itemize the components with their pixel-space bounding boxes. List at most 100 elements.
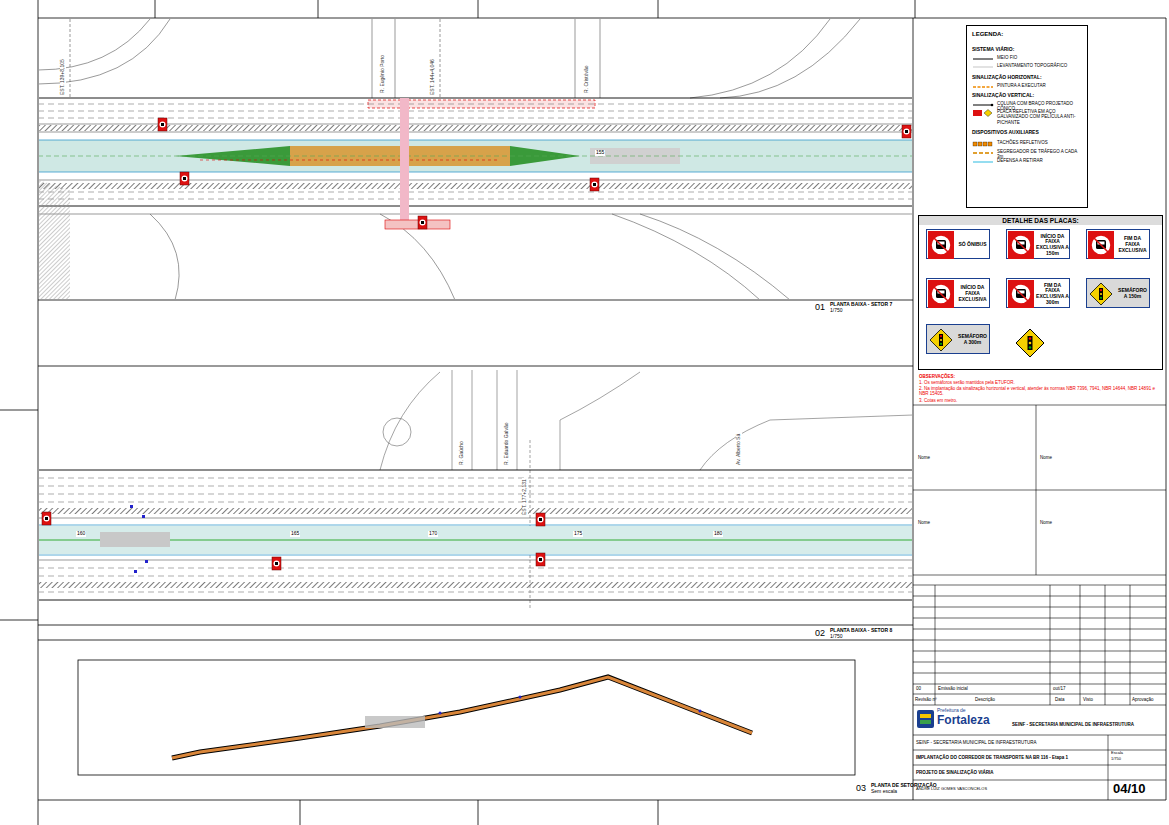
view-title: 03 [856, 783, 866, 793]
legend-text: TACHÕES REFLETIVOS [997, 140, 1082, 145]
sign-text: SEMÁFORO A 300m [956, 334, 989, 346]
title-block-text: Prefeitura de [937, 708, 966, 714]
title-block-text: SEINF - SECRETARIA MUNICIPAL DE INFRAEST… [1012, 722, 1134, 727]
title-block-text: SEINF - SECRETARIA MUNICIPAL DE INFRAEST… [916, 740, 1036, 745]
legend-row: LEVANTAMENTO TOPOGRÁFICO [972, 63, 1082, 68]
title-block-text: Emissão inicial [938, 686, 968, 691]
bus-lane-icon [1088, 231, 1114, 259]
plan-annotation: R. Eduardo Galvão [504, 421, 510, 466]
title-block-text: Revisão nº [915, 697, 937, 702]
legend-row: MEIO FIO [972, 55, 1082, 60]
legend-text: PLACA REFLETIVA EM AÇO GALVANIZADO COM P… [997, 109, 1082, 125]
title-block-text: out/17 [1053, 686, 1066, 691]
plan-annotation: EST. 144+4,046 [430, 58, 436, 96]
title-block-text: Data [1055, 697, 1065, 702]
sign-text: FIM DA FAIXA EXCLUSIVA [1116, 236, 1149, 253]
sector-key-map [172, 677, 752, 758]
plan-annotation: R. Eugênio Porto [380, 54, 386, 94]
bus-sign: FIM DA FAIXA EXCLUSIVA A 300m [1006, 278, 1070, 308]
plan-annotation: Av. Alberto Sá [736, 433, 742, 466]
legend-sample [972, 140, 994, 148]
plan-sector-8 [39, 370, 912, 610]
plan-annotation: 175 [573, 531, 583, 537]
title-block-text: Nome [918, 520, 930, 525]
title-block-text: Fortaleza [937, 714, 990, 728]
bus-sign: FIM DA FAIXA EXCLUSIVA [1086, 229, 1150, 259]
legend-text: MEIO FIO [997, 55, 1082, 60]
title-block-text: PROJETO DE SINALIZAÇÃO VIÁRIA [916, 770, 993, 775]
plan-annotation: EST. 139+8,105 [60, 58, 66, 96]
plan-annotation: EST. 177+2,131 [522, 478, 528, 516]
plan-annotation: R. Cristóvão [584, 64, 590, 94]
title-block-grid [913, 405, 1166, 800]
note-text: 2. Na implantação da sinalização horizon… [919, 386, 1159, 396]
plan-annotation: R. Gaúcho [459, 440, 465, 466]
bus-sign: SÓ ÔNIBUS [926, 229, 990, 259]
title-block-text: Nome [1040, 455, 1052, 460]
title-block-text: Escala [1111, 751, 1123, 756]
note-text: OBSERVAÇÕES: [919, 374, 955, 379]
note-text: 3. Cotas em metro. [919, 398, 957, 403]
legend-sample [972, 55, 994, 63]
title-block-text: ANDRÉ LUIZ GOMES VASCONCELOS [916, 787, 987, 792]
plan-annotation: 165 [290, 531, 300, 537]
bus-lane-icon [928, 280, 954, 308]
sign-text: INÍCIO DA FAIXA EXCLUSIVA A 150m [1036, 234, 1069, 257]
legend-text: PINTURA A EXECUTAR [997, 83, 1082, 88]
title-block-text: Visto [1083, 697, 1093, 702]
legend-row: PLACA REFLETIVA EM AÇO GALVANIZADO COM P… [972, 109, 1082, 125]
bus-lane-icon [1008, 231, 1034, 259]
legend-row: PINTURA A EXECUTAR [972, 83, 1082, 88]
traffic-light-icon [1088, 280, 1114, 308]
plan-annotation: 155 [595, 150, 605, 156]
sign-text: FIM DA FAIXA EXCLUSIVA A 300m [1036, 283, 1069, 306]
legend-row: TACHÕES REFLETIVOS [972, 140, 1082, 145]
title-block-text: Nome [918, 455, 930, 460]
title-block-text: Nome [1040, 520, 1052, 525]
legend-sample [972, 158, 994, 166]
title-block-text: IMPLANTAÇÃO DO CORREDOR DE TRANSPORTE NA… [916, 755, 1068, 760]
sign-text: INÍCIO DA FAIXA EXCLUSIVA [956, 285, 989, 302]
view-title: 1/750 [830, 308, 843, 314]
legend-sample [972, 83, 994, 91]
view-title: PLANTA BAIXA - SETOR 8 [830, 628, 892, 634]
view-title: Sem escala [871, 789, 897, 795]
view-title: 01 [815, 302, 825, 312]
traffic-light-icon [928, 326, 954, 354]
legend-text: LEVANTAMENTO TOPOGRÁFICO [997, 63, 1082, 68]
note-text: 1. Os semáforos serão mantidos pela ETUF… [919, 380, 1015, 385]
title-block-text: Descrição [975, 697, 995, 702]
legend-heading: SINALIZAÇÃO VERTICAL: [972, 93, 1034, 99]
legend-title: LEGENDA: [967, 26, 1087, 38]
title-block-text: Aprovação [1132, 697, 1154, 702]
legend-heading: DISPOSITIVOS AUXILIARES [972, 130, 1039, 136]
bus-sign: INÍCIO DA FAIXA EXCLUSIVA [926, 278, 990, 308]
plan-sector-7 [39, 19, 912, 299]
city-logo [917, 710, 934, 728]
legend-sample [972, 109, 994, 117]
legend-sample [972, 149, 994, 157]
plan-annotation: 180 [713, 531, 723, 537]
title-block-text: 00 [916, 686, 921, 691]
bus-lane-icon [1008, 280, 1034, 308]
legend-heading: SISTEMA VIÁRIO: [972, 47, 1014, 53]
view-title: PLANTA BAIXA - SETOR 7 [830, 302, 892, 308]
plan-annotation: 170 [428, 531, 438, 537]
title-block-text: 1/750 [1111, 757, 1121, 762]
legend-text: DEFENSA A RETIRAR [997, 158, 1082, 163]
view-title: 02 [815, 628, 825, 638]
traffic-light-sign: SEMÁFORO A 150m [1086, 278, 1150, 308]
traffic-light-sign: SEMÁFORO A 300m [926, 324, 990, 354]
legend-row: DEFENSA A RETIRAR [972, 158, 1082, 163]
title-block-text: 04/10 [1113, 782, 1146, 797]
bus-sign: INÍCIO DA FAIXA EXCLUSIVA A 150m [1006, 229, 1070, 259]
plan-annotation: 160 [76, 531, 86, 537]
legend-sample [972, 101, 994, 109]
sign-text: SEMÁFORO A 150m [1116, 288, 1149, 300]
sign-detail-panel: DETALHE DAS PLACAS:SÓ ÔNIBUSINÍCIO DA FA… [918, 215, 1163, 370]
view-title: 1/750 [830, 634, 843, 640]
sign-text: SÓ ÔNIBUS [956, 242, 989, 248]
bus-lane-icon [928, 231, 954, 259]
